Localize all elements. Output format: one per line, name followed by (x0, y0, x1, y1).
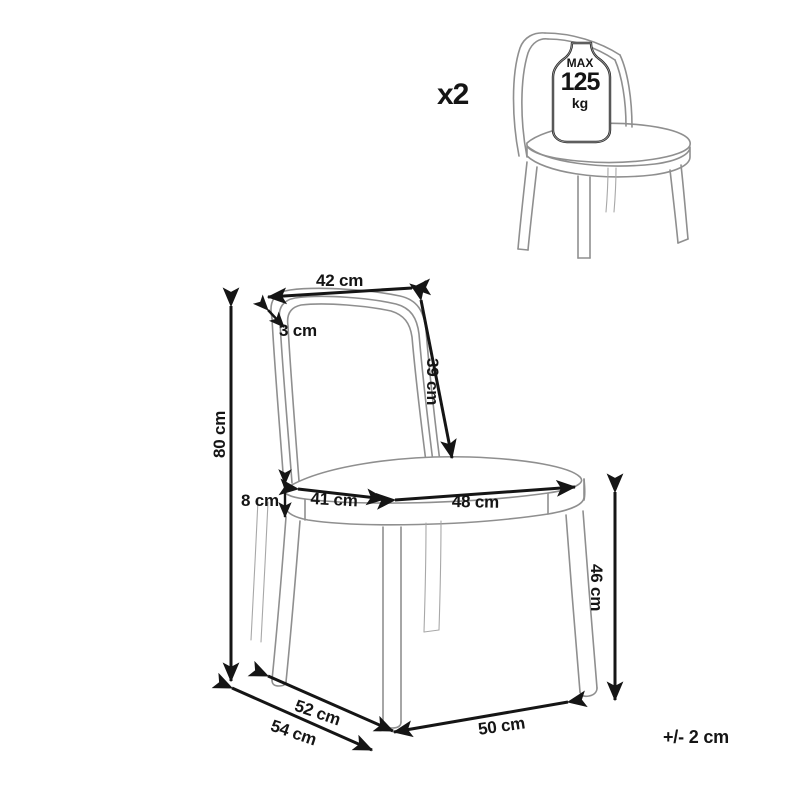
dimension-label-backrest-width: 42 cm (316, 271, 364, 290)
max-weight-unit: kg (571, 95, 589, 111)
weight-icon (551, 41, 612, 144)
dimension-label-frame-thickness: 3 cm (279, 321, 317, 340)
dimension-line-base-width (392, 690, 588, 738)
quantity-label: x2 (437, 78, 469, 111)
max-weight-badge: MAX 125 kg (558, 57, 602, 110)
dimension-label-backrest-height: 39 cm (423, 358, 442, 406)
dimension-line-seat-depth (278, 478, 387, 506)
dimension-line-backrest-height (409, 280, 457, 460)
tolerance-label: +/- 2 cm (663, 727, 729, 747)
dimension-line-backrest-width (266, 278, 432, 305)
dimension-label-total-height: 80 cm (210, 410, 229, 458)
max-weight-prefix: MAX (566, 56, 594, 70)
dimension-line-seat-width (375, 479, 577, 510)
dimension-line-frame-thickness (252, 294, 285, 328)
dimension-label-seat-width: 48 cm (451, 492, 500, 512)
dimension-line-base-depth-outer (211, 672, 374, 752)
max-weight-value: 125 (560, 68, 601, 96)
dimension-label-seat-height: 46 cm (587, 564, 606, 612)
dimension-label-seat-cushion-height: 8 cm (241, 491, 279, 510)
dimension-label-seat-depth: 41 cm (310, 489, 359, 511)
